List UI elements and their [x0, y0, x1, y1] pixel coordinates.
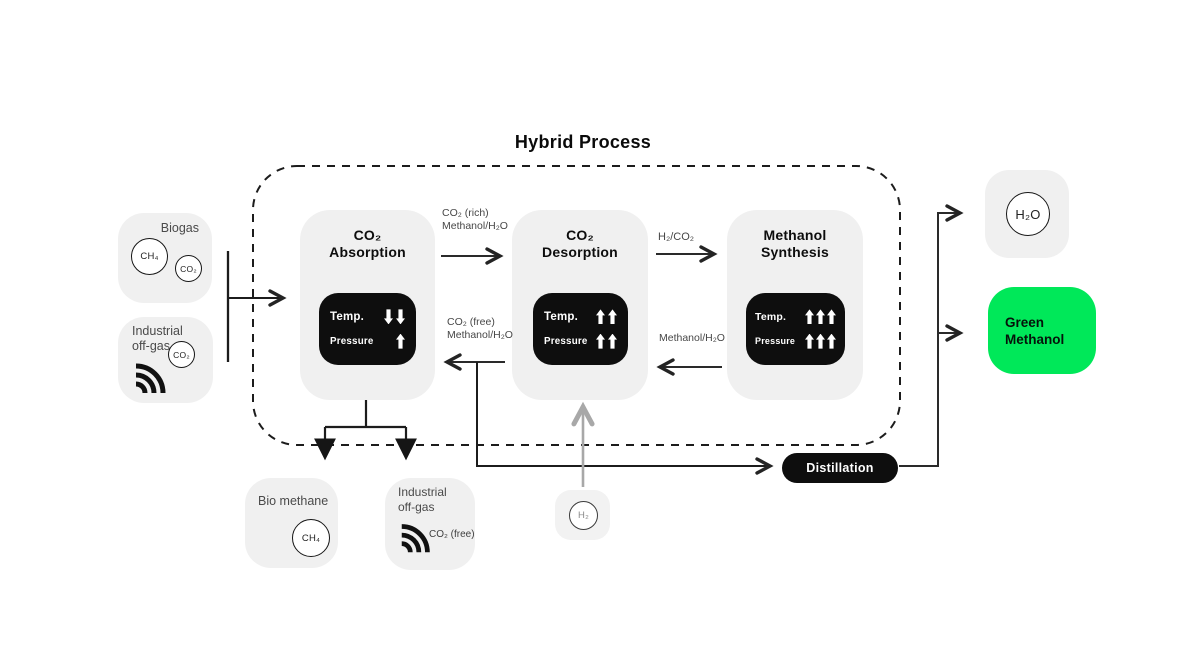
ch4-chip: CH₄: [292, 519, 330, 557]
up-block-arrow-icon: [596, 309, 605, 325]
up-block-arrow-icon: [816, 333, 825, 349]
h2o-output-box: H₂O: [985, 170, 1069, 258]
temp-label: Temp.: [544, 310, 579, 323]
co2-desorption-title: CO₂ Desorption: [512, 227, 648, 261]
co2-chip: CO₂: [168, 341, 195, 368]
stream-co2-rich-line1: CO₂ (rich): [442, 207, 489, 219]
diagram-title: Hybrid Process: [514, 132, 652, 152]
down-block-arrow-icon: [384, 309, 393, 325]
stream-methanol-return-label: Methanol/H₂O: [659, 332, 725, 344]
co2-absorption-title-line1: CO₂: [353, 227, 382, 243]
down-block-arrow-icon: [396, 309, 405, 325]
up-block-arrow-icon: [827, 333, 836, 349]
stream-co2-rich-line2: Methanol/H₂O: [442, 220, 508, 232]
industrial-offgas-free-label-line1: Industrial: [398, 485, 447, 499]
bio-methane-label: Bio methane: [258, 494, 329, 508]
industrial-offgas-label-line2: off-gas: [132, 339, 170, 353]
absorption-conditions-box: Temp. Pressure: [319, 293, 416, 365]
industrial-offgas-free-label-line2: off-gas: [398, 500, 435, 514]
industrial-offgas-box: Industrial off-gas CO₂: [118, 317, 213, 403]
up-block-arrow-icon: [608, 309, 617, 325]
synthesis-conditions-box: Temp. Pressure: [746, 293, 845, 365]
up-block-arrow-icon: [827, 309, 836, 325]
stream-co2-free-line2: Methanol/H₂O: [447, 329, 513, 341]
industrial-offgas-label-line1: Industrial: [132, 324, 183, 338]
desorption-conditions-box: Temp. Pressure: [533, 293, 628, 365]
co2-desorption-title-line1: CO₂: [566, 227, 594, 243]
h2-chip: H₂: [569, 501, 598, 530]
stream-co2-free-label: CO₂ (free) Methanol/H₂O: [447, 316, 513, 342]
green-methanol-label-line1: Green: [1005, 314, 1045, 330]
emission-signal-icon: [401, 524, 430, 553]
methanol-synthesis-title-line1: Methanol: [763, 227, 827, 243]
pressure-label: Pressure: [755, 336, 796, 347]
up-block-arrow-icon: [608, 333, 617, 349]
line-distillation-to-h2o: [899, 204, 964, 467]
line-absorption-bottoms-split: [325, 400, 406, 429]
industrial-offgas-label: Industrial off-gas: [132, 324, 183, 354]
temp-row: Temp.: [755, 309, 836, 325]
co2-absorption-title-line2: Absorption: [329, 244, 406, 260]
industrial-offgas-free-label: Industrial off-gas: [398, 485, 447, 515]
temp-arrows: [384, 309, 405, 325]
methanol-synthesis-title-line2: Synthesis: [761, 244, 829, 260]
distillation-pill: Distillation: [782, 453, 898, 483]
temp-row: Temp.: [544, 309, 617, 325]
biogas-box: Biogas CH₄ CO₂: [118, 213, 212, 303]
temp-label: Temp.: [755, 310, 787, 323]
up-block-arrow-icon: [805, 333, 814, 349]
emission-signal-icon: [135, 363, 166, 394]
pressure-arrows: [805, 333, 836, 349]
temp-arrows: [596, 309, 617, 325]
stream-co2-rich-label: CO₂ (rich) Methanol/H₂O: [442, 207, 508, 233]
up-block-arrow-icon: [805, 309, 814, 325]
stream-co2-free-line1: CO₂ (free): [447, 316, 495, 328]
pressure-row: Pressure: [755, 333, 836, 349]
co2-desorption-title-line2: Desorption: [542, 244, 618, 260]
temp-label: Temp.: [330, 310, 365, 323]
bio-methane-box: Bio methane CH₄: [245, 478, 338, 568]
pressure-row: Pressure: [330, 333, 405, 349]
temp-row: Temp.: [330, 309, 405, 325]
pressure-arrows: [596, 333, 617, 349]
pressure-label: Pressure: [544, 335, 588, 347]
green-methanol-box: Green Methanol: [988, 287, 1096, 374]
ch4-chip: CH₄: [131, 238, 168, 275]
stream-h2-co2-label: H₂/CO₂: [658, 231, 695, 243]
biogas-label: Biogas: [160, 221, 199, 235]
industrial-offgas-free-box: Industrial off-gas CO₂ (free): [385, 478, 475, 570]
methanol-synthesis-title: Methanol Synthesis: [727, 227, 863, 261]
co2-absorption-title: CO₂ Absorption: [300, 227, 435, 261]
up-block-arrow-icon: [396, 333, 405, 349]
co2-chip: CO₂: [175, 255, 202, 282]
pressure-row: Pressure: [544, 333, 617, 349]
pressure-arrows: [396, 333, 405, 349]
green-methanol-label-line2: Methanol: [1005, 331, 1065, 347]
temp-arrows: [805, 309, 836, 325]
h2-feed-box: H₂: [555, 490, 610, 540]
h2o-chip: H₂O: [1006, 192, 1050, 236]
up-block-arrow-icon: [596, 333, 605, 349]
co2-free-chip-label: CO₂ (free): [429, 529, 475, 540]
pressure-label: Pressure: [330, 335, 374, 347]
up-block-arrow-icon: [816, 309, 825, 325]
